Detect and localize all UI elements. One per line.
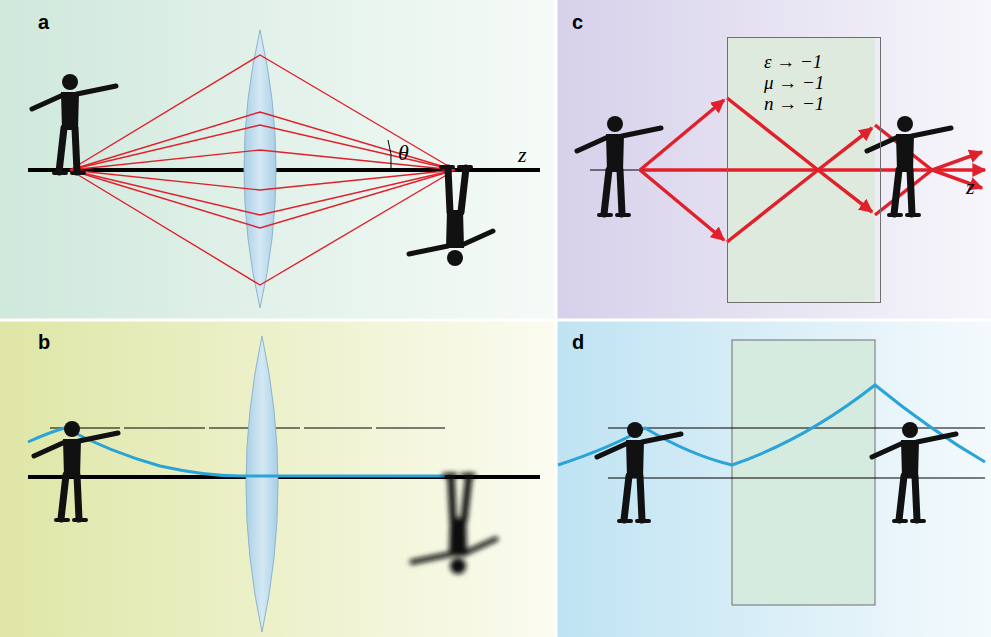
material-parameter: ε → −1 bbox=[764, 52, 880, 73]
metamaterial-slab: ε → −1μ → −1n → −1 bbox=[727, 37, 881, 303]
axis-label: z bbox=[966, 176, 975, 198]
angle-symbol: θ bbox=[398, 142, 409, 164]
material-parameter: n → −1 bbox=[764, 94, 880, 115]
material-parameter: μ → −1 bbox=[764, 73, 880, 94]
panel-letter: c bbox=[572, 12, 583, 32]
panel-letter: d bbox=[572, 332, 584, 352]
panel-letter: b bbox=[38, 332, 50, 352]
panel-letter: a bbox=[38, 12, 49, 32]
axis-label: z bbox=[518, 144, 527, 166]
